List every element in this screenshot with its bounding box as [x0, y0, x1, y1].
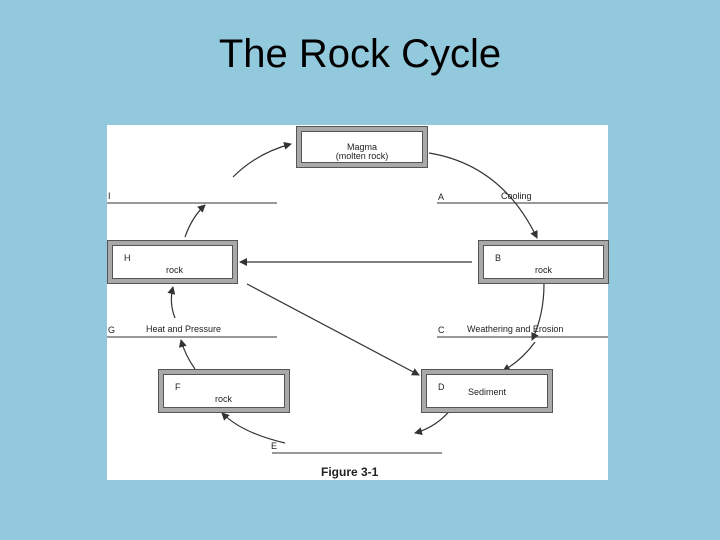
arrow-i-to-magma	[232, 141, 292, 178]
arrow-h-to-i	[184, 204, 206, 238]
arrow-b-to-d	[531, 283, 545, 341]
slide-title: The Rock Cycle	[218, 32, 502, 76]
arrow-g-to-h	[167, 286, 176, 319]
label-g-letter: G	[108, 325, 116, 335]
cycle-arrows	[107, 141, 608, 454]
magma-label: Magma	[346, 142, 377, 152]
label-g-text: Heat and Pressure	[146, 324, 222, 334]
label-i-letter: I	[108, 191, 111, 201]
arrow-magma-to-b	[428, 152, 538, 239]
box-h: H rock	[108, 241, 237, 283]
box-b: B rock	[479, 241, 608, 283]
label-e-letter: E	[271, 441, 278, 451]
label-a-text: Cooling	[501, 191, 532, 201]
arrow-e-to-f	[221, 412, 286, 444]
box-f-letter: F	[175, 382, 181, 392]
arrow-c-to-d	[502, 341, 536, 372]
box-b-text: rock	[535, 265, 553, 275]
box-d-letter: D	[438, 382, 445, 392]
figure-caption: Figure 3-1	[321, 465, 379, 479]
box-f: F rock	[159, 370, 289, 412]
magma-box: Magma (molten rock)	[297, 127, 427, 167]
box-b-letter: B	[495, 253, 502, 263]
box-d: D Sediment	[422, 370, 552, 412]
rock-cycle-figure: Magma (molten rock) H rock B rock F rock…	[107, 125, 608, 480]
arrow-h-to-d	[246, 283, 420, 376]
arrow-f-to-g	[178, 339, 196, 370]
magma-sublabel: (molten rock)	[335, 151, 389, 161]
box-h-letter: H	[124, 253, 131, 263]
box-d-text: Sediment	[468, 387, 507, 397]
label-c-text: Weathering and Erosion	[467, 324, 564, 334]
label-a-letter: A	[438, 192, 445, 202]
box-h-text: rock	[166, 265, 184, 275]
box-f-text: rock	[215, 394, 233, 404]
label-c-letter: C	[438, 325, 445, 335]
